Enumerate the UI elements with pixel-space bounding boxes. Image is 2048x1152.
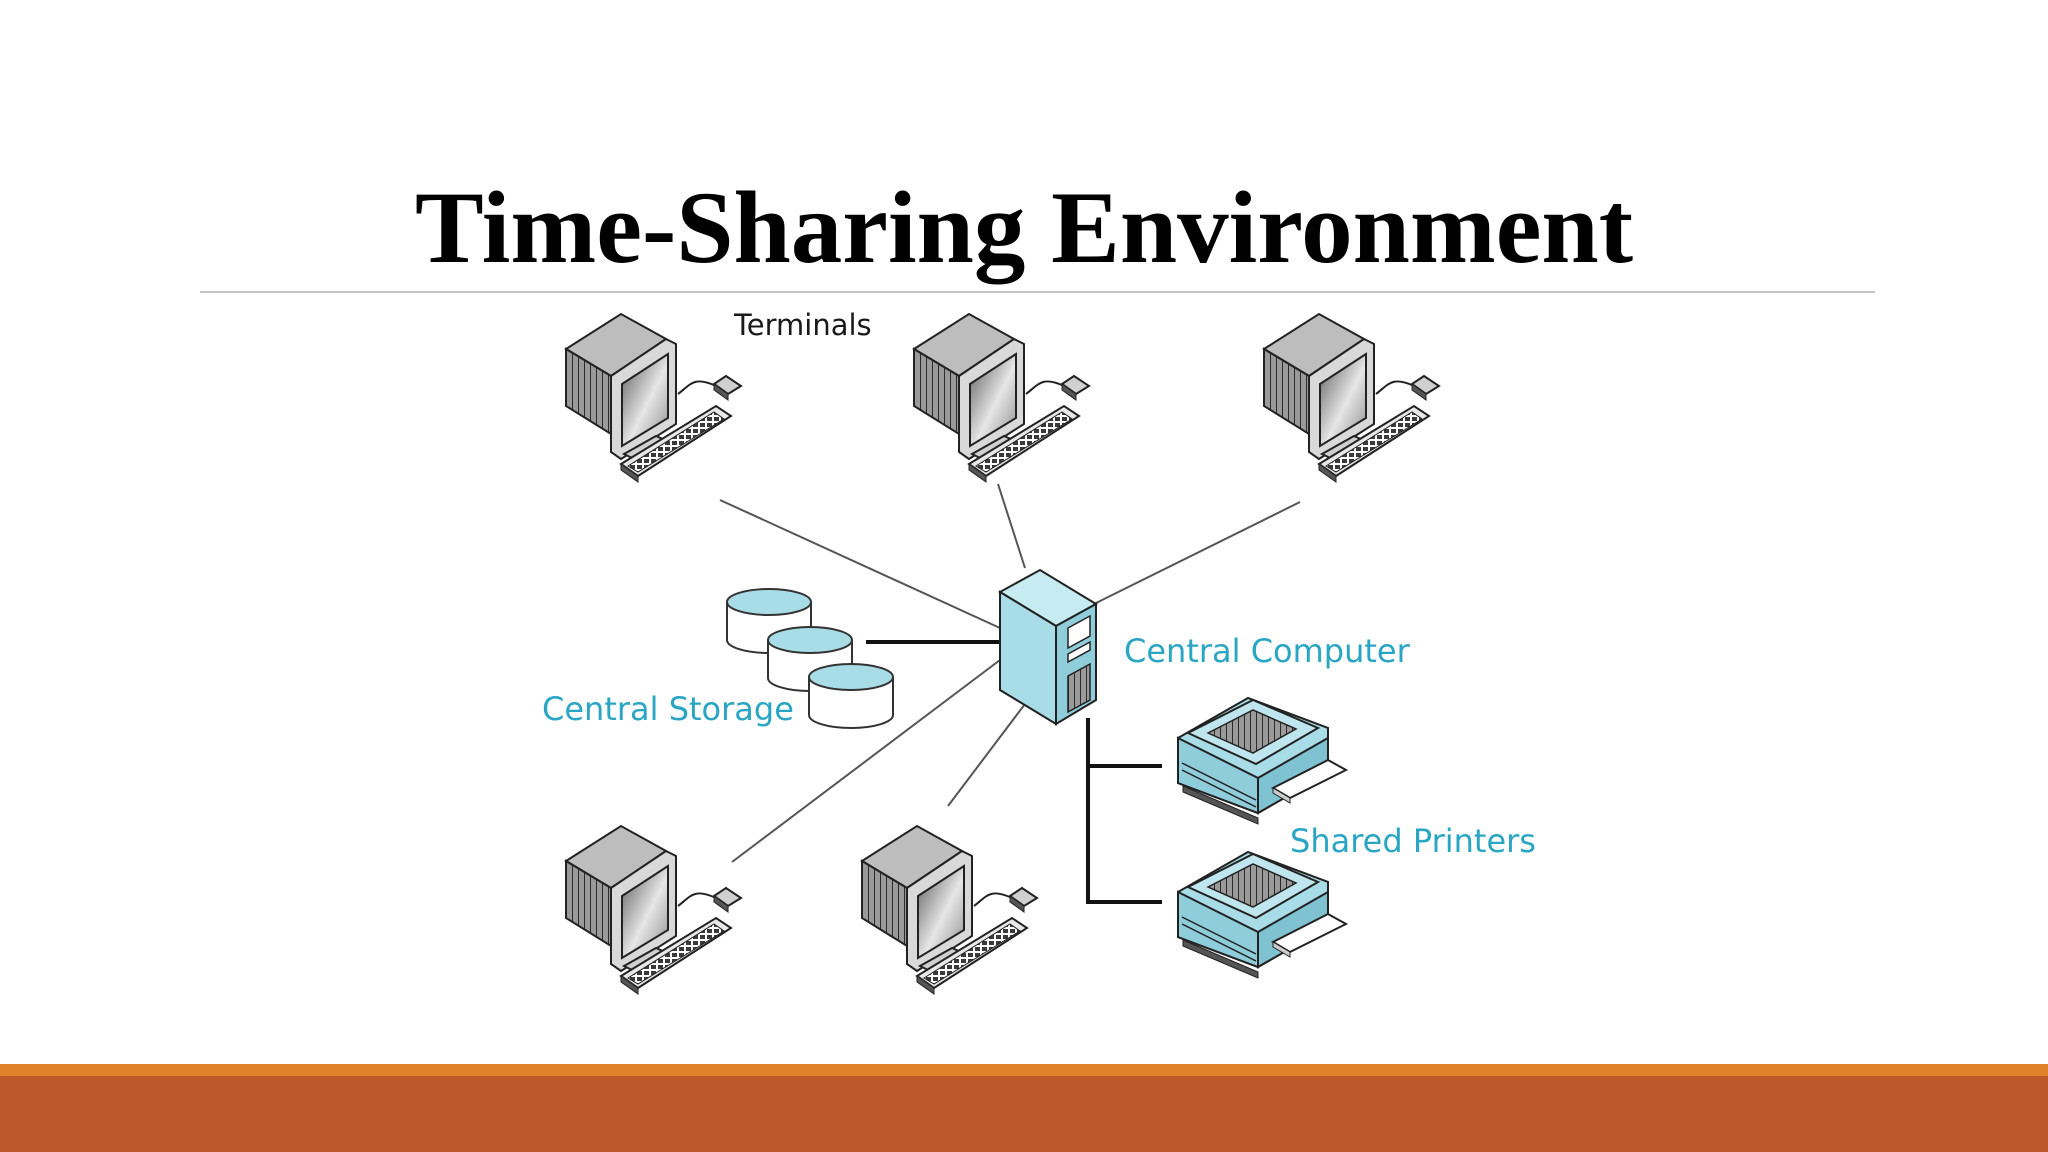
footer-band — [0, 1076, 2048, 1152]
central-computer — [998, 568, 1098, 726]
link-terminal-3 — [1089, 501, 1301, 607]
terminals-label: Terminals — [734, 308, 872, 342]
footer-accent-band — [0, 1064, 2048, 1076]
connection-lines — [719, 483, 1301, 904]
link-terminal-5 — [947, 699, 1029, 807]
link-terminal-1 — [719, 499, 1001, 629]
terminal-bottom-center — [861, 825, 1038, 995]
link-terminal-4 — [731, 659, 1001, 863]
terminal-top-right — [1263, 313, 1440, 483]
shared-printer-1 — [1177, 697, 1347, 825]
terminal-bottom-left — [565, 825, 742, 995]
shared-printer-2 — [1177, 851, 1347, 979]
title-divider — [200, 291, 1875, 293]
link-terminal-2 — [997, 483, 1026, 569]
shared-printers-label: Shared Printers — [1290, 822, 1536, 860]
link-printers — [1086, 718, 1162, 904]
terminal-top-center — [913, 313, 1090, 483]
terminal-top-left — [565, 313, 742, 483]
storage-disk-3 — [808, 663, 894, 729]
central-computer-label: Central Computer — [1124, 632, 1410, 670]
slide-title: Time-Sharing Environment — [414, 171, 1634, 285]
central-storage-label: Central Storage — [542, 690, 794, 728]
